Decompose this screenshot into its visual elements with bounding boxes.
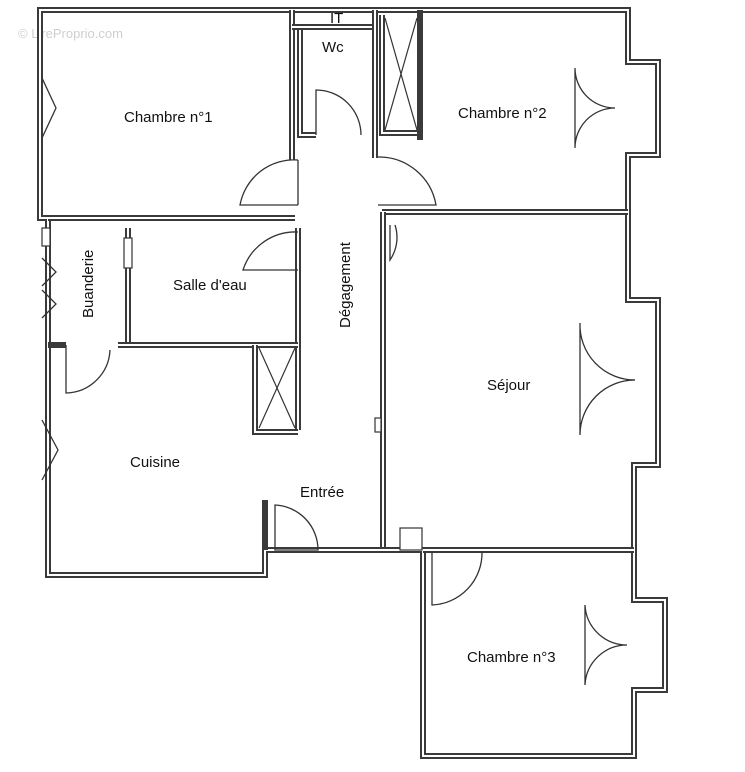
wall-pads bbox=[41, 227, 423, 551]
doors bbox=[65, 89, 483, 606]
label-degagement: Dégagement bbox=[337, 241, 354, 328]
label-it: IT bbox=[330, 10, 343, 27]
watermark: © LireProprio.com bbox=[18, 26, 123, 41]
label-chambre-1: Chambre n°1 bbox=[124, 109, 213, 126]
shaft-crosses bbox=[258, 17, 418, 429]
windows bbox=[41, 67, 636, 686]
label-cuisine: Cuisine bbox=[130, 454, 180, 471]
label-entree: Entrée bbox=[300, 484, 344, 501]
label-sejour: Séjour bbox=[487, 377, 530, 394]
room-labels: Chambre n°1 Wc IT Chambre n°2 Salle d'ea… bbox=[80, 10, 556, 666]
label-buanderie: Buanderie bbox=[80, 250, 97, 318]
label-wc: Wc bbox=[322, 39, 344, 56]
label-chambre-2: Chambre n°2 bbox=[458, 105, 547, 122]
label-chambre-3: Chambre n°3 bbox=[467, 649, 556, 666]
label-salle-eau: Salle d'eau bbox=[173, 277, 247, 294]
outer-walls bbox=[37, 7, 668, 759]
